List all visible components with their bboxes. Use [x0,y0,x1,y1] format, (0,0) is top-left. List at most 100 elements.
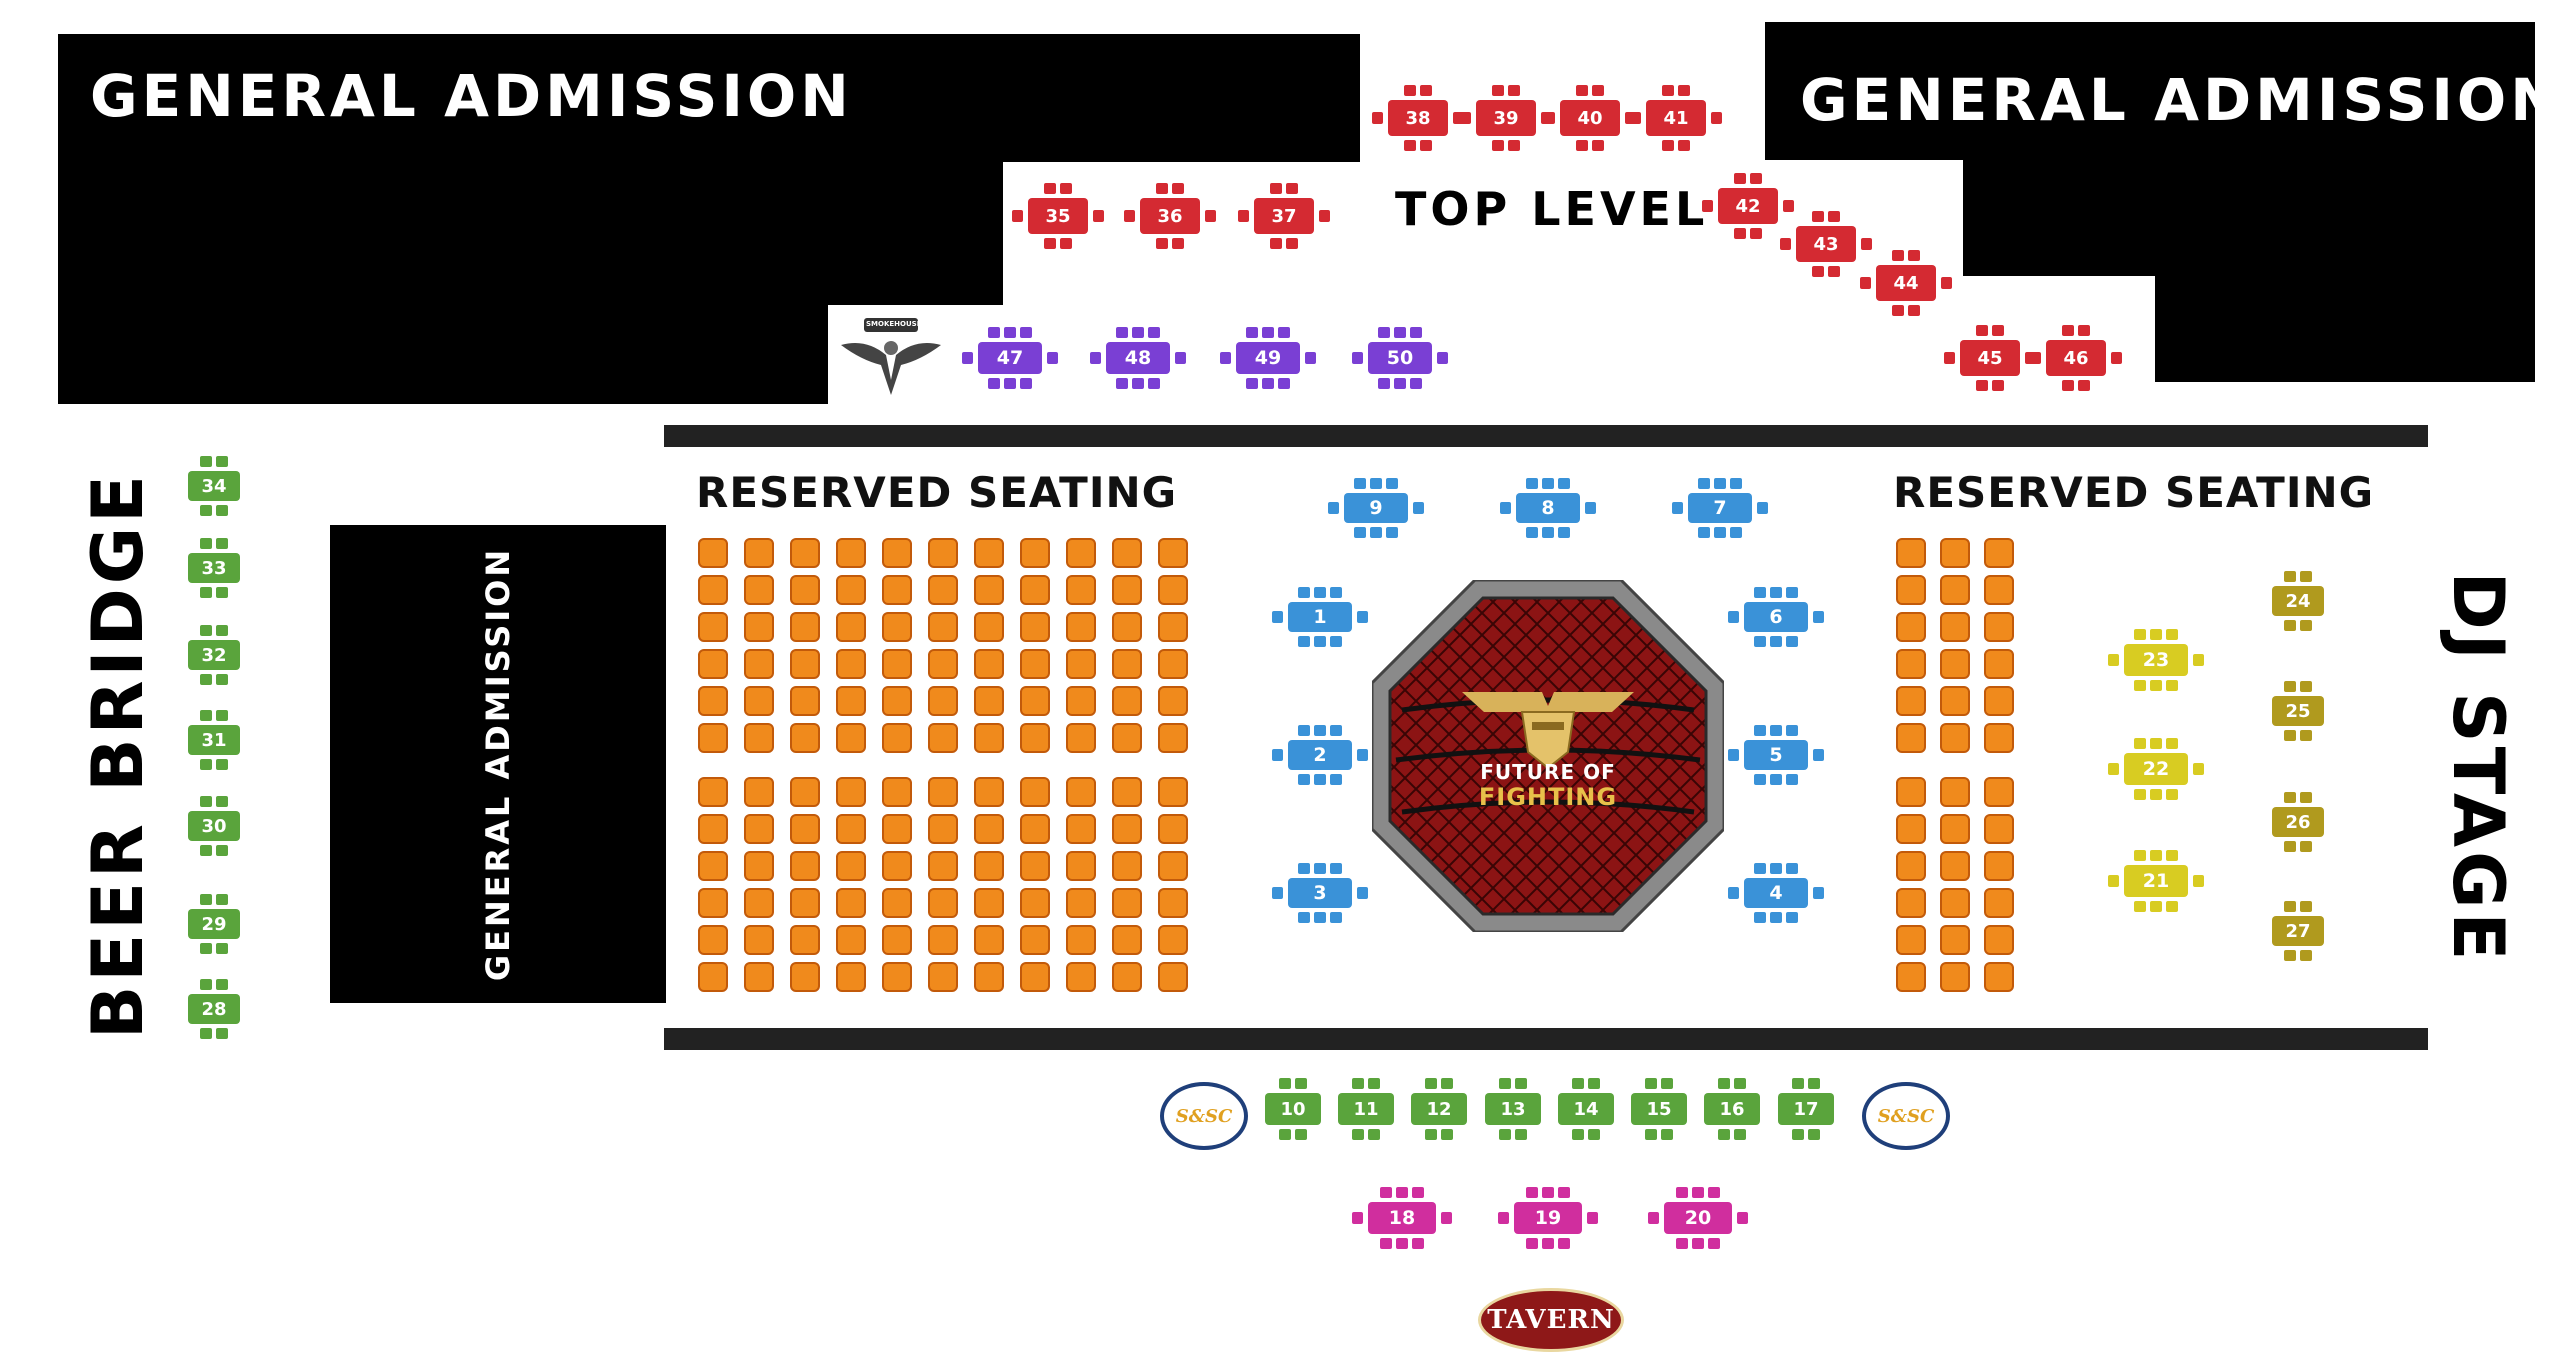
reserved-seat[interactable] [928,851,958,881]
reserved-seat[interactable] [744,851,774,881]
table-3[interactable]: 3 [1272,863,1368,923]
reserved-seat[interactable] [1896,575,1926,605]
reserved-seat[interactable] [1112,925,1142,955]
table-12[interactable]: 12 [1411,1078,1467,1140]
reserved-seat[interactable] [974,962,1004,992]
table-46[interactable]: 46 [2030,325,2122,391]
reserved-seat[interactable] [744,612,774,642]
reserved-seat[interactable] [882,686,912,716]
reserved-seat[interactable] [1984,612,2014,642]
table-2[interactable]: 2 [1272,725,1368,785]
table-38[interactable]: 38 [1372,85,1464,151]
reserved-seat[interactable] [836,686,866,716]
table-1[interactable]: 1 [1272,587,1368,647]
reserved-seat[interactable] [836,888,866,918]
reserved-seat[interactable] [1984,575,2014,605]
reserved-seat[interactable] [928,538,958,568]
reserved-seat[interactable] [790,851,820,881]
table-27[interactable]: 27 [2272,901,2324,961]
reserved-seat[interactable] [1066,723,1096,753]
reserved-seat[interactable] [836,777,866,807]
reserved-seat[interactable] [744,962,774,992]
reserved-seat[interactable] [1066,851,1096,881]
table-29[interactable]: 29 [188,894,240,954]
reserved-seat[interactable] [1112,686,1142,716]
table-19[interactable]: 19 [1498,1187,1598,1249]
table-9[interactable]: 9 [1328,478,1424,538]
reserved-seat[interactable] [974,723,1004,753]
reserved-seat[interactable] [698,962,728,992]
reserved-seat[interactable] [698,888,728,918]
reserved-seat[interactable] [1896,777,1926,807]
reserved-seat[interactable] [1112,851,1142,881]
reserved-seat[interactable] [882,723,912,753]
reserved-seat[interactable] [1066,888,1096,918]
reserved-seat[interactable] [928,649,958,679]
reserved-seat[interactable] [1896,962,1926,992]
table-4[interactable]: 4 [1728,863,1824,923]
reserved-seat[interactable] [698,538,728,568]
reserved-seat[interactable] [790,686,820,716]
table-32[interactable]: 32 [188,625,240,685]
reserved-seat[interactable] [698,612,728,642]
reserved-seat[interactable] [836,723,866,753]
reserved-seat[interactable] [882,814,912,844]
table-24[interactable]: 24 [2272,571,2324,631]
reserved-seat[interactable] [790,612,820,642]
reserved-seat[interactable] [1896,649,1926,679]
reserved-seat[interactable] [1984,888,2014,918]
reserved-seat[interactable] [1066,962,1096,992]
reserved-seat[interactable] [1158,925,1188,955]
reserved-seat[interactable] [974,888,1004,918]
reserved-seat[interactable] [882,538,912,568]
reserved-seat[interactable] [928,612,958,642]
reserved-seat[interactable] [1896,612,1926,642]
reserved-seat[interactable] [1984,686,2014,716]
reserved-seat[interactable] [836,649,866,679]
reserved-seat[interactable] [1940,575,1970,605]
reserved-seat[interactable] [1020,851,1050,881]
reserved-seat[interactable] [744,814,774,844]
reserved-seat[interactable] [928,814,958,844]
table-28[interactable]: 28 [188,979,240,1039]
reserved-seat[interactable] [1940,649,1970,679]
table-25[interactable]: 25 [2272,681,2324,741]
reserved-seat[interactable] [882,612,912,642]
reserved-seat[interactable] [974,538,1004,568]
reserved-seat[interactable] [1158,686,1188,716]
reserved-seat[interactable] [790,814,820,844]
reserved-seat[interactable] [1020,575,1050,605]
reserved-seat[interactable] [1112,723,1142,753]
reserved-seat[interactable] [1940,723,1970,753]
reserved-seat[interactable] [1112,814,1142,844]
reserved-seat[interactable] [974,925,1004,955]
table-20[interactable]: 20 [1648,1187,1748,1249]
reserved-seat[interactable] [1158,538,1188,568]
reserved-seat[interactable] [1158,777,1188,807]
reserved-seat[interactable] [1940,814,1970,844]
reserved-seat[interactable] [698,723,728,753]
reserved-seat[interactable] [698,575,728,605]
reserved-seat[interactable] [1896,723,1926,753]
reserved-seat[interactable] [1066,925,1096,955]
table-36[interactable]: 36 [1124,183,1216,249]
reserved-seat[interactable] [1066,649,1096,679]
reserved-seat[interactable] [790,538,820,568]
reserved-seat[interactable] [1940,538,1970,568]
reserved-seat[interactable] [1158,814,1188,844]
reserved-seat[interactable] [836,962,866,992]
reserved-seat[interactable] [882,851,912,881]
reserved-seat[interactable] [1066,686,1096,716]
table-14[interactable]: 14 [1558,1078,1614,1140]
reserved-seat[interactable] [836,851,866,881]
reserved-seat[interactable] [882,925,912,955]
reserved-seat[interactable] [882,888,912,918]
reserved-seat[interactable] [1896,538,1926,568]
reserved-seat[interactable] [1984,851,2014,881]
reserved-seat[interactable] [744,575,774,605]
reserved-seat[interactable] [928,686,958,716]
reserved-seat[interactable] [790,888,820,918]
reserved-seat[interactable] [1158,723,1188,753]
table-5[interactable]: 5 [1728,725,1824,785]
reserved-seat[interactable] [1896,814,1926,844]
